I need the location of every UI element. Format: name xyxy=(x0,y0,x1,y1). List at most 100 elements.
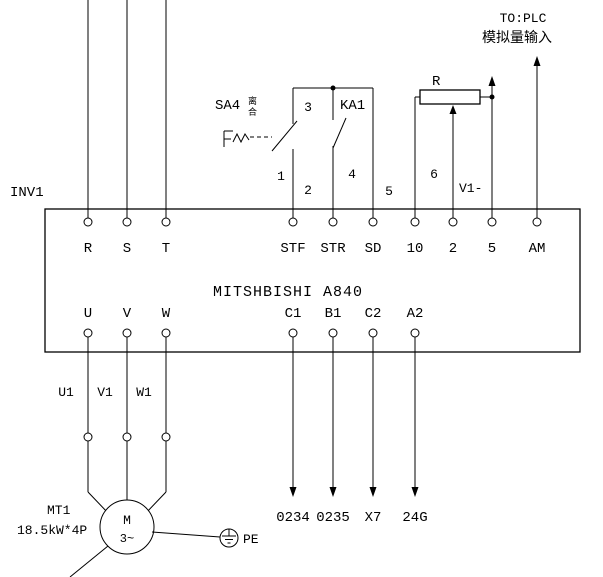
v1-wire-label: V1 xyxy=(97,385,113,400)
wire-number-labels: 1 2 3 4 5 6 xyxy=(277,100,438,199)
terminal-label-5: 5 xyxy=(488,241,496,257)
terminal-label-sd: SD xyxy=(365,241,382,257)
inverter-model-label: MITSHBISHI A840 xyxy=(213,284,363,301)
terminal-label-c2: C2 xyxy=(365,306,382,322)
wire-number-4: 4 xyxy=(348,167,356,182)
bottom-terminal-circles xyxy=(83,328,420,338)
wire-number-2: 2 xyxy=(304,183,312,198)
bottom-terminal-labels: U V W C1 B1 C2 A2 xyxy=(84,306,424,322)
sa4-blade xyxy=(271,120,298,152)
control-circuit-wires xyxy=(292,66,538,218)
motor-shaft-line xyxy=(69,545,109,577)
terminal-sd xyxy=(368,217,378,227)
sa4-switch-symbol xyxy=(223,120,298,152)
terminal-label-t: T xyxy=(162,241,170,257)
w-wire-connector xyxy=(161,432,171,442)
motor-tag-label: MT1 xyxy=(47,503,71,518)
terminal-u xyxy=(83,328,93,338)
pe-lead-wire xyxy=(151,531,221,538)
motor-wires xyxy=(87,337,167,515)
junction-dot-bridge xyxy=(330,85,336,91)
terminal-b1 xyxy=(328,328,338,338)
motor-wire-connectors xyxy=(83,432,171,442)
terminal-2 xyxy=(448,217,458,227)
u1-wire-label: U1 xyxy=(58,385,74,400)
terminal-c2 xyxy=(368,328,378,338)
ka1-label: KA1 xyxy=(340,98,365,114)
terminal-am xyxy=(532,217,542,227)
terminal-10 xyxy=(410,217,420,227)
ka1-contact-blade xyxy=(332,117,347,149)
terminal-label-w: W xyxy=(162,306,171,322)
potentiometer-wiper-arrow xyxy=(449,105,457,114)
motor-letter: M xyxy=(123,513,131,528)
output-arrows xyxy=(289,487,419,497)
terminal-label-am: AM xyxy=(529,241,546,257)
terminal-label-a2: A2 xyxy=(407,306,424,322)
terminal-label-u: U xyxy=(84,306,92,322)
c1-down-arrow xyxy=(289,487,297,497)
power-input-lines xyxy=(87,0,167,218)
wire-number-1: 1 xyxy=(277,169,285,184)
output-signal-0235: 0235 xyxy=(316,510,350,526)
a2-down-arrow xyxy=(411,487,419,497)
junction-dot-pot xyxy=(489,94,495,100)
terminal-label-b1: B1 xyxy=(325,306,342,322)
terminal-label-s: S xyxy=(123,241,131,257)
plc-note-line1: TO:PLC xyxy=(500,11,547,26)
terminal-w xyxy=(161,328,171,338)
terminal-5 xyxy=(487,217,497,227)
potentiometer-body xyxy=(419,89,481,105)
sa4-pos-open-label: 离 xyxy=(248,95,257,107)
terminal-label-2: 2 xyxy=(449,241,457,257)
terminal-s xyxy=(122,217,132,227)
inverter-tag-label: INV1 xyxy=(10,185,44,201)
v-wire-connector xyxy=(122,432,132,442)
motor-phase: 3~ xyxy=(120,532,134,546)
terminal-str xyxy=(328,217,338,227)
wire-number-5: 5 xyxy=(385,184,393,199)
output-signal-0234: 0234 xyxy=(276,510,310,526)
am-up-arrow xyxy=(533,56,541,66)
motor-wire-labels: U1 V1 W1 xyxy=(58,385,152,400)
plc-note-line2: 模拟量输入 xyxy=(482,30,552,47)
motor-symbol: M 3~ xyxy=(69,499,155,577)
wire-5-up-arrow xyxy=(488,76,496,86)
b1-down-arrow xyxy=(329,487,337,497)
wire-number-3: 3 xyxy=(304,100,312,115)
terminal-label-r: R xyxy=(84,241,93,257)
sa4-pos-closed-label: 合 xyxy=(248,106,257,118)
wire-number-6: 6 xyxy=(430,167,438,182)
wiper-wire-label: V1- xyxy=(459,181,482,196)
motor-circle xyxy=(99,499,155,555)
sa4-label: SA4 xyxy=(215,98,240,114)
terminal-label-v: V xyxy=(123,306,132,322)
top-terminal-circles xyxy=(83,217,542,227)
terminal-t xyxy=(161,217,171,227)
terminal-v xyxy=(122,328,132,338)
w1-wire-label: W1 xyxy=(136,385,152,400)
motor-rating-label: 18.5kW*4P xyxy=(17,523,87,538)
potentiometer-symbol xyxy=(419,89,481,114)
terminal-a2 xyxy=(410,328,420,338)
terminal-stf xyxy=(288,217,298,227)
sa4-zigzag xyxy=(232,132,250,144)
c2-down-arrow xyxy=(369,487,377,497)
pe-circle xyxy=(219,528,239,548)
terminal-label-10: 10 xyxy=(407,241,424,257)
output-signal-labels: 0234 0235 X7 24G xyxy=(276,510,427,526)
top-terminal-labels: R S T STF STR SD 10 2 5 AM xyxy=(84,241,546,257)
output-signal-x7: X7 xyxy=(365,510,382,526)
terminal-label-c1: C1 xyxy=(285,306,302,322)
inverter-box xyxy=(44,208,581,353)
u-wire-connector xyxy=(83,432,93,442)
output-signal-24g: 24G xyxy=(402,510,427,526)
terminal-label-stf: STF xyxy=(280,241,305,257)
output-wires xyxy=(292,337,416,488)
terminal-label-str: STR xyxy=(320,241,346,257)
earth-ground-symbol xyxy=(151,528,239,548)
terminal-c1 xyxy=(288,328,298,338)
pe-label: PE xyxy=(243,532,259,547)
